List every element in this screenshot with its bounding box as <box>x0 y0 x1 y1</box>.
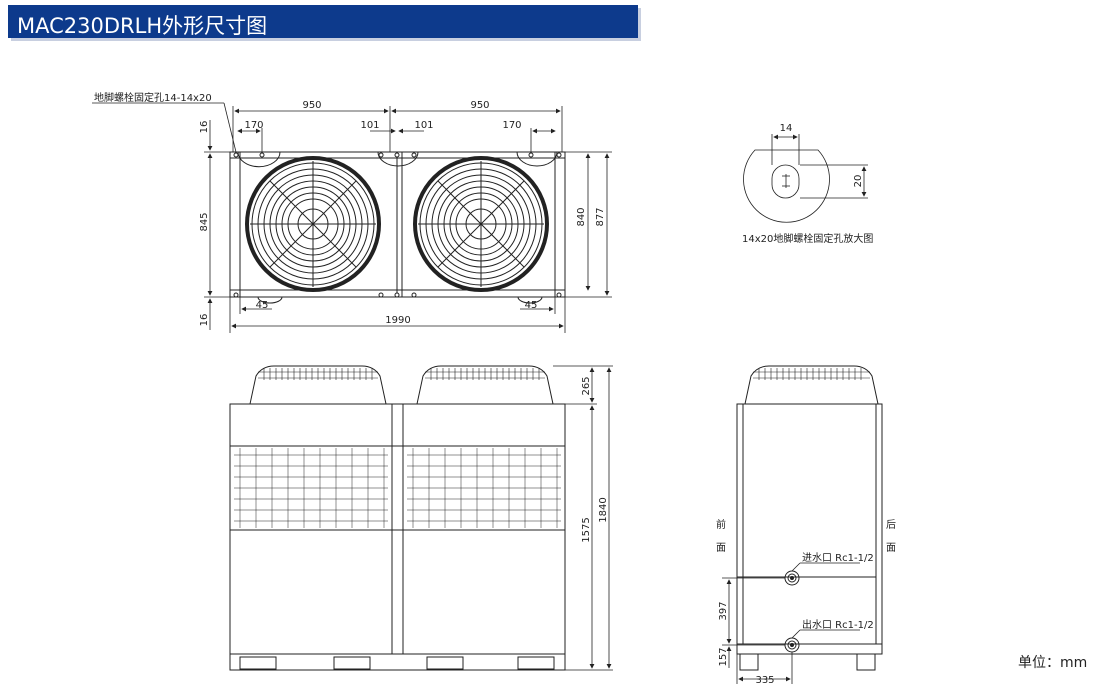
front-label-2: 面 <box>716 543 726 554</box>
hole-detail: 14 20 14x20地脚螺栓固定孔放大图 <box>742 123 873 245</box>
dim-depth-outer: 845 <box>199 212 210 231</box>
dim-center-left: 101 <box>360 120 379 131</box>
dim-right-half: 950 <box>470 100 489 111</box>
title-bar: MAC230DRLH外形尺寸图 <box>8 5 638 38</box>
side-view: 前 面 后 面 进水口 Rc1-1/2 出水口 Rc1-1/2 397 157 … <box>716 365 896 686</box>
dim-depth-inner: 840 <box>576 207 587 226</box>
dim-depth-total: 877 <box>595 207 606 226</box>
dim-total-width: 1990 <box>385 315 410 326</box>
fan-right <box>413 156 549 292</box>
dim-total-height: 1840 <box>598 497 609 522</box>
top-view: 地脚螺栓固定孔14-14x20 950 950 170 101 101 170 … <box>92 91 612 333</box>
unit-note: 单位：mm <box>1018 655 1088 671</box>
dim-right-offset: 170 <box>502 120 521 131</box>
dim-left-offset: 170 <box>244 120 263 131</box>
hole-width: 14 <box>780 123 793 134</box>
fan-left <box>245 156 381 292</box>
dim-fan-height: 265 <box>581 376 592 395</box>
dim-edge-top: 16 <box>199 121 210 134</box>
dim-edge-bottom: 16 <box>199 314 210 327</box>
inlet-label: 进水口 Rc1-1/2 <box>802 552 874 564</box>
hole-height: 20 <box>853 175 864 188</box>
rear-label-2: 面 <box>886 543 896 554</box>
hole-detail-caption: 14x20地脚螺栓固定孔放大图 <box>742 232 873 245</box>
anchor-hole-label: 地脚螺栓固定孔14-14x20 <box>94 91 212 104</box>
dim-body-height: 1575 <box>581 517 592 542</box>
dim-bottom-right: 45 <box>525 300 538 311</box>
page-title: MAC230DRLH外形尺寸图 <box>17 14 268 38</box>
dim-outlet-offset: 335 <box>755 675 774 686</box>
dim-outlet-height: 157 <box>718 647 729 666</box>
outlet-label: 出水口 Rc1-1/2 <box>802 618 874 631</box>
rear-label-1: 后 <box>886 519 896 531</box>
dim-pipe-spacing: 397 <box>718 601 729 620</box>
dim-left-half: 950 <box>302 100 321 111</box>
front-label-1: 前 <box>716 518 726 531</box>
front-grille <box>234 448 561 528</box>
dim-center-right: 101 <box>414 120 433 131</box>
front-view: 265 1575 1840 <box>229 365 613 671</box>
dim-bottom-left: 45 <box>256 300 269 311</box>
